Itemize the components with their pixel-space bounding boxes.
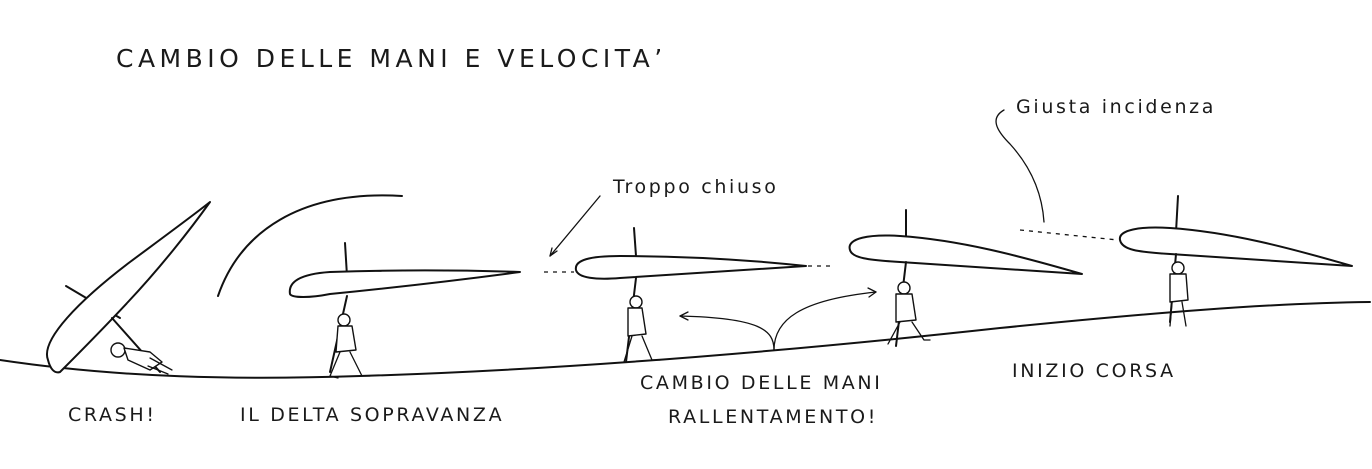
giusta-incidenza-note: Giusta incidenza <box>1016 96 1217 118</box>
stage-sopravanza-pilot <box>329 295 371 379</box>
overtaking-arc <box>217 194 403 297</box>
troppo-chiuso-note: Troppo chiuso <box>613 176 779 198</box>
stage-rallentamento-glider <box>848 209 1083 275</box>
stage-troppo-chiuso-glider <box>544 227 830 280</box>
stage-crash-glider <box>45 201 211 374</box>
caption-inizio-corsa: INIZIO CORSA <box>1012 360 1176 382</box>
caption-sopravanza: IL DELTA SOPRAVANZA <box>240 404 505 426</box>
stage-rallentamento-pilot <box>887 261 931 347</box>
stage-inizio-corsa-glider <box>1019 195 1353 267</box>
hand-change-arrow-forward <box>773 291 877 351</box>
troppo-chiuso-pointer <box>549 195 601 257</box>
caption-cambio-mani: CAMBIO DELLE MANI <box>640 372 883 394</box>
caption-rallentamento: RALLENTAMENTO! <box>668 406 878 428</box>
diagram-title: CAMBIO DELLE MANI E VELOCITA’ <box>116 44 667 73</box>
stage-troppo-chiuso-pilot <box>623 277 661 363</box>
stage-crash-pilot <box>110 317 173 375</box>
stage-sopravanza-glider <box>288 242 521 298</box>
ground-slope <box>0 301 1371 379</box>
hand-change-arrow-back <box>679 315 775 351</box>
caption-crash: CRASH! <box>68 404 157 426</box>
stage-inizio-corsa-pilot <box>1169 253 1189 327</box>
giusta-incidenza-pointer <box>995 109 1045 223</box>
